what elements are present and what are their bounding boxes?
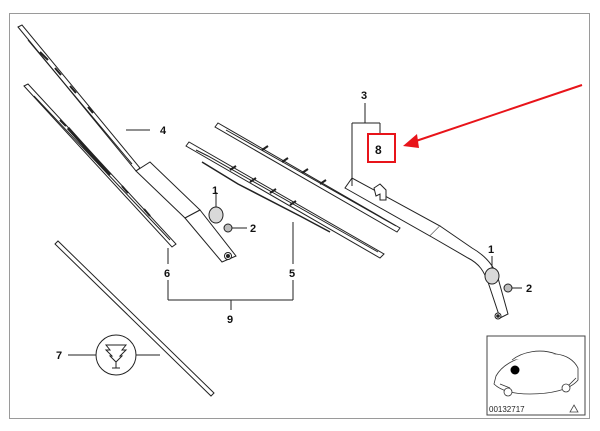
wiper-arm-right bbox=[214, 122, 509, 320]
cap-left bbox=[208, 197, 224, 224]
part-label-1-right: 1 bbox=[488, 244, 494, 256]
part-label-6: 6 bbox=[164, 268, 170, 280]
part-label-2-right: 2 bbox=[526, 283, 532, 295]
cap-right bbox=[484, 258, 500, 285]
car-location-inset: 00132717 bbox=[486, 335, 586, 416]
part-label-7: 7 bbox=[56, 350, 62, 362]
leader-lines bbox=[68, 103, 493, 356]
nut-right bbox=[503, 283, 522, 293]
wiper-blade-right bbox=[185, 141, 385, 259]
part-label-3: 3 bbox=[361, 90, 367, 102]
diagram-frame bbox=[9, 13, 590, 419]
clip-part bbox=[373, 183, 387, 201]
car-outline-icon bbox=[493, 350, 579, 397]
wiper-rubber-strip bbox=[54, 240, 215, 397]
highlight-arrow bbox=[403, 84, 583, 148]
part-label-8: 8 bbox=[375, 143, 382, 157]
part-label-9: 9 bbox=[227, 314, 233, 326]
part-label-5: 5 bbox=[289, 268, 295, 280]
location-marker-icon bbox=[510, 365, 520, 375]
highlight-box-8 bbox=[367, 133, 396, 163]
insert-symbol-icon bbox=[95, 334, 137, 376]
wiper-arm-left bbox=[17, 24, 237, 263]
part-label-1-left: 1 bbox=[212, 185, 218, 197]
part-label-2-left: 2 bbox=[250, 223, 256, 235]
warning-triangle-icon bbox=[569, 404, 579, 413]
wiper-blade-left bbox=[23, 83, 177, 248]
nut-left bbox=[223, 223, 247, 233]
part-label-4: 4 bbox=[160, 125, 167, 137]
inset-code: 00132717 bbox=[489, 405, 525, 414]
